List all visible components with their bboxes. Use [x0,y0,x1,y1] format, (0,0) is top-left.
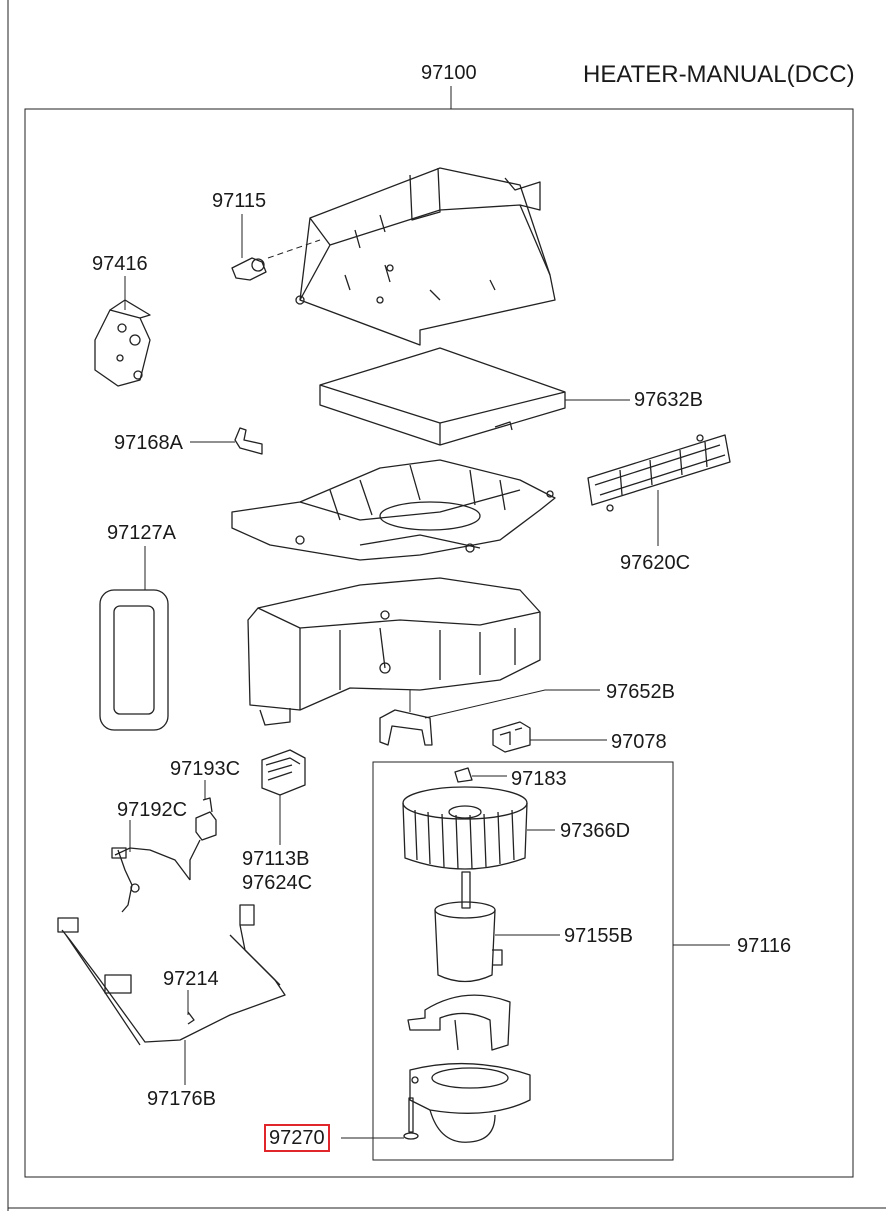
part-label-97113b[interactable]: 97113B [242,848,310,870]
blower-subassembly-box [372,761,674,1161]
part-label-97115[interactable]: 97115 [212,190,267,212]
bracket-97652b-part [379,690,433,746]
harness-97176b-part [57,904,286,1046]
assembly-number: 97100 [421,62,477,84]
intake-housing-part [231,459,556,561]
part-label-97192c[interactable]: 97192C [117,799,188,821]
part-label-97168a[interactable]: 97168A [114,432,183,454]
part-label-97652b[interactable]: 97652B [606,681,675,703]
resistor-97113b-part [261,749,306,796]
seal-97127a-part [99,589,169,731]
part-label-97176b[interactable]: 97176B [147,1088,216,1110]
actuator-97416-part [94,299,151,387]
cover-97620c-part [587,434,731,512]
part-label-97127a[interactable]: 97127A [107,522,176,544]
screw-97270-part [403,1097,419,1140]
flange-part [407,994,511,1051]
fan-97366d-part [402,786,528,870]
part-label-97366d[interactable]: 97366D [560,820,631,842]
upper-case-part [295,167,556,346]
relay-97078-part [492,721,531,753]
part-label-97632b[interactable]: 97632B [634,389,703,411]
part-label-97214[interactable]: 97214 [163,968,219,990]
leader-97652b [424,689,600,719]
blower-case-part [247,577,541,726]
motor-97155b-part [434,871,503,983]
part-label-97183[interactable]: 97183 [511,768,567,790]
clip-97183-part [454,767,473,783]
part-label-97155b[interactable]: 97155B [564,925,633,947]
clip-97168a-part [234,427,263,455]
assembly-box [24,108,854,1178]
part-label-97193c[interactable]: 97193C [170,758,241,780]
part-label-97270-highlighted[interactable]: 97270 [264,1124,330,1152]
screw-97115-part [231,239,321,281]
sensor-97193c-part [195,797,217,841]
filter-97632b-part [319,347,566,446]
part-label-97116[interactable]: 97116 [737,935,792,957]
part-label-97624c[interactable]: 97624C [242,872,313,894]
wire-97192c-part [111,839,201,913]
part-label-97620c[interactable]: 97620C [620,552,691,574]
part-label-97078[interactable]: 97078 [611,731,667,753]
lower-housing-part [409,1062,531,1143]
diagram-title: HEATER-MANUAL(DCC) [583,61,855,88]
part-label-97416[interactable]: 97416 [92,253,148,275]
